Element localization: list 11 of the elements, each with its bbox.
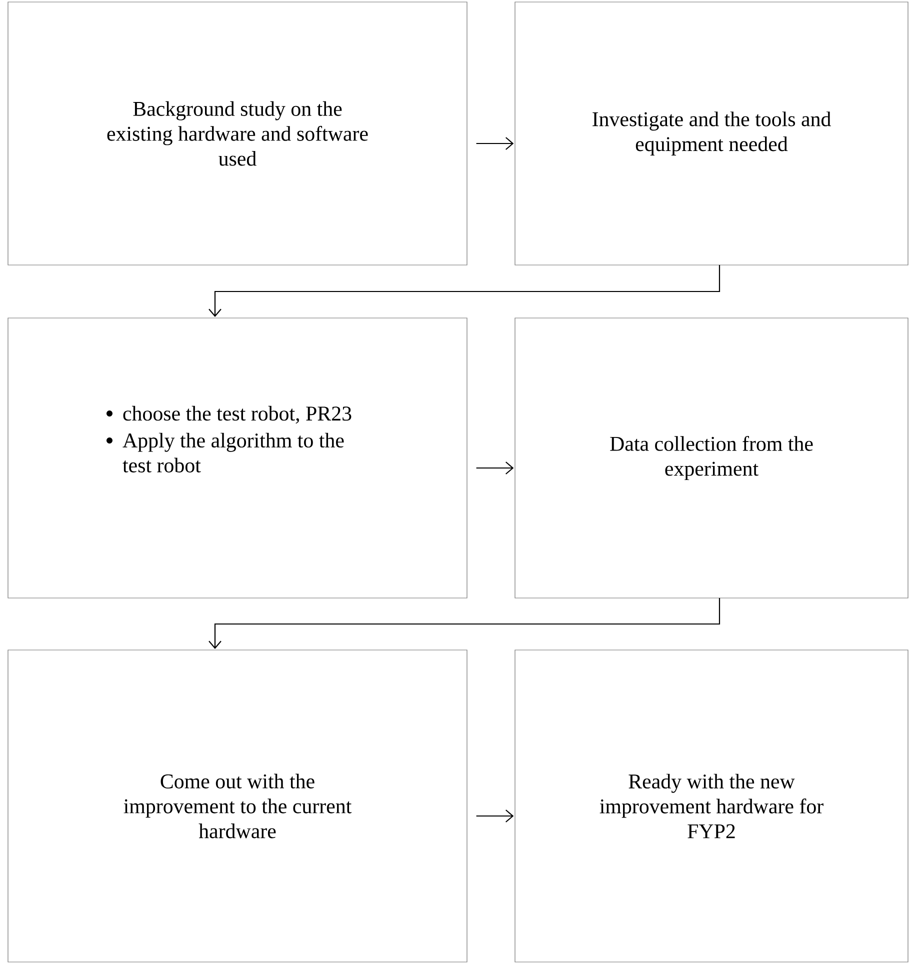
- arrow: [208, 265, 720, 317]
- process-box: Investigate and the tools and equipment needed: [514, 2, 908, 266]
- process-box: Data collection from the experiment: [514, 318, 908, 598]
- process-box: choose the test robot, PR23 Apply the algorithm to the test robot: [8, 318, 468, 598]
- arrow: [476, 462, 514, 474]
- arrow: [476, 810, 514, 822]
- process-box: Ready with the new improvement hardware for FYP2: [514, 650, 908, 962]
- arrow: [208, 598, 720, 649]
- process-box: Background study on the existing hardware and software used: [8, 2, 468, 266]
- process-box: Come out with the improvement to the current hardware: [8, 650, 468, 962]
- arrow: [476, 137, 514, 150]
